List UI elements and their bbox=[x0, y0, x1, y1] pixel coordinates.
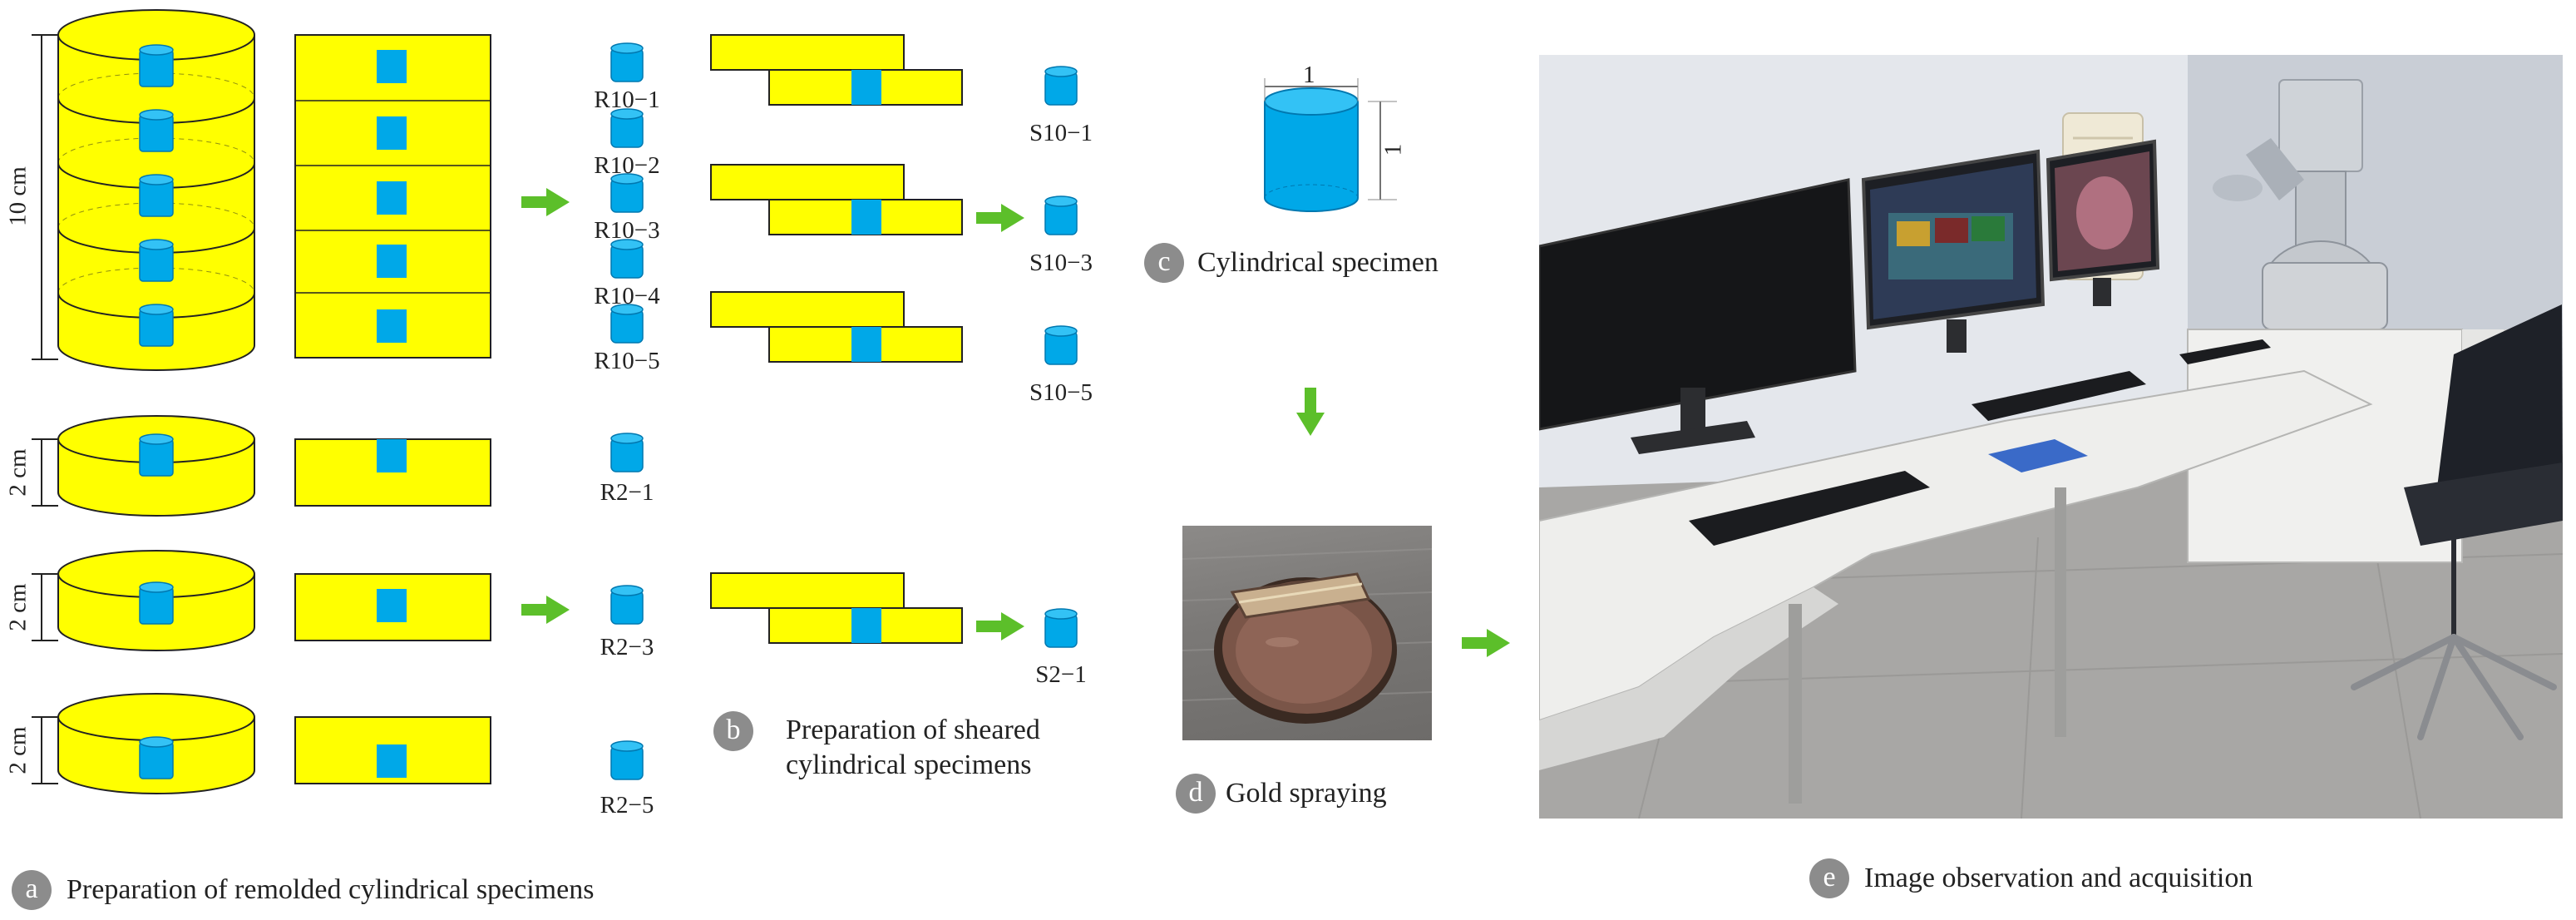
shear-box-1 bbox=[710, 34, 963, 106]
section-slab-10cm bbox=[294, 34, 491, 359]
panel-b-caption-line2: cylindrical specimens bbox=[786, 749, 1032, 780]
panel-badge-c: c bbox=[1144, 243, 1184, 283]
panel-badge-e: e bbox=[1809, 858, 1849, 898]
dimension-2cm-label-1: 2 cm bbox=[4, 448, 32, 497]
remolded-cylinder-10cm bbox=[57, 9, 255, 371]
remolded-cylinder-2cm-b bbox=[57, 550, 255, 651]
section-slab-2cm bbox=[294, 438, 491, 784]
specimen-label-r10-1: R10−1 bbox=[594, 87, 660, 113]
r-specimens bbox=[610, 42, 644, 780]
panel-b-caption-line1: Preparation of sheared bbox=[786, 715, 1040, 745]
panel-a-caption: Preparation of remolded cylindrical spec… bbox=[67, 874, 595, 905]
diameter-label: 1 bbox=[1303, 62, 1315, 88]
specimen-label-s10-1: S10−1 bbox=[1029, 120, 1093, 146]
dimension-2cm bbox=[32, 438, 58, 784]
dimension-2cm-label-2: 2 cm bbox=[4, 583, 32, 631]
cylindrical-specimen bbox=[1264, 78, 1397, 212]
remolded-cylinder-2cm-c bbox=[57, 693, 255, 794]
s-specimens bbox=[1044, 66, 1078, 648]
panel-d-caption: Gold spraying bbox=[1226, 778, 1387, 809]
panel-c-caption: Cylindrical specimen bbox=[1197, 247, 1439, 278]
sem-lab-photo bbox=[1539, 55, 2563, 819]
specimen-label-s2-1: S2−1 bbox=[1035, 661, 1087, 688]
shear-box-3 bbox=[710, 291, 963, 363]
shear-box-4 bbox=[710, 572, 963, 644]
specimen-label-r2-1: R2−1 bbox=[600, 479, 654, 506]
specimen-label-r2-5: R2−5 bbox=[600, 792, 654, 819]
dimension-2cm-label-3: 2 cm bbox=[4, 726, 32, 774]
panel-e-caption: Image observation and acquisition bbox=[1864, 863, 2253, 893]
specimen-label-r2-3: R2−3 bbox=[600, 634, 654, 660]
specimen-label-r10-2: R10−2 bbox=[594, 152, 660, 179]
height-label: 1 bbox=[1379, 143, 1407, 156]
panel-badge-b: b bbox=[713, 711, 753, 751]
specimen-label-r10-3: R10−3 bbox=[594, 217, 660, 244]
panel-badge-a: a bbox=[12, 870, 52, 910]
dimension-10cm bbox=[32, 34, 58, 360]
gold-spraying-photo bbox=[1182, 526, 1432, 740]
specimen-label-s10-5: S10−5 bbox=[1029, 379, 1093, 406]
specimen-label-r10-5: R10−5 bbox=[594, 348, 660, 374]
dimension-10cm-label: 10 cm bbox=[4, 166, 32, 226]
remolded-cylinder-2cm-a bbox=[57, 415, 255, 517]
specimen-label-s10-3: S10−3 bbox=[1029, 250, 1093, 276]
panel-badge-d: d bbox=[1176, 774, 1216, 814]
shear-box-2 bbox=[710, 164, 963, 235]
specimen-label-r10-4: R10−4 bbox=[594, 283, 660, 309]
